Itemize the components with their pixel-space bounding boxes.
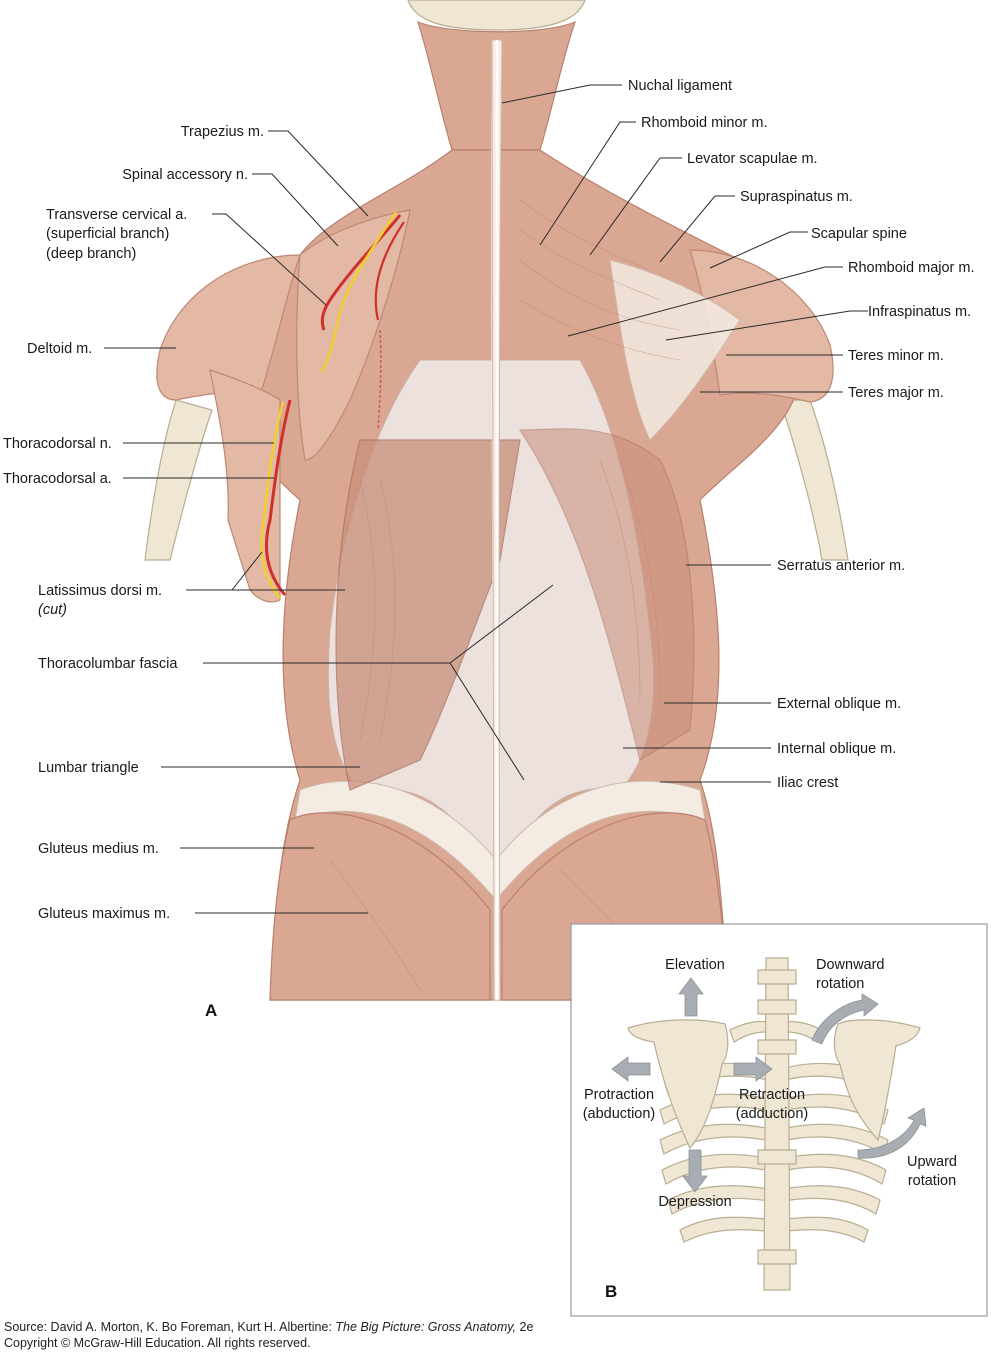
label-lumbar-triangle: Lumbar triangle [38, 760, 139, 776]
label-spinal-accessory: Spinal accessory n. [122, 167, 248, 183]
label-teres-major: Teres major m. [848, 385, 944, 401]
label-protraction-2: (abduction) [583, 1106, 656, 1122]
label-teres-minor: Teres minor m. [848, 348, 944, 364]
label-rhomboid-minor: Rhomboid minor m. [641, 115, 768, 131]
label-downward-1: Downward [816, 957, 885, 973]
movement-arrows [611, 977, 927, 1193]
panel-b: Elevation Downward rotation Protraction … [570, 923, 988, 1317]
label-levator-scapulae: Levator scapulae m. [687, 151, 818, 167]
book-edition: 2e [516, 1320, 534, 1334]
label-transverse-cervical-superficial: (superficial branch) [46, 226, 169, 242]
panel-b-letter: B [605, 1282, 617, 1301]
label-upward-2: rotation [908, 1173, 956, 1189]
label-upward-1: Upward [907, 1154, 957, 1170]
label-thoracolumbar-fascia: Thoracolumbar fascia [38, 656, 178, 672]
label-transverse-cervical-deep: (deep branch) [46, 246, 136, 262]
label-thoracodorsal-n: Thoracodorsal n. [3, 436, 112, 452]
label-infraspinatus: Infraspinatus m. [868, 304, 971, 320]
label-depression: Depression [658, 1194, 731, 1210]
label-retraction-2: (adduction) [736, 1106, 809, 1122]
label-trapezius: Trapezius m. [181, 124, 264, 140]
protraction-arrow [611, 1056, 651, 1082]
panel-a-letter: A [205, 1001, 217, 1020]
panel-a-labels: Nuchal ligament Trapezius m. Rhomboid mi… [3, 78, 975, 1020]
label-latissimus-dorsi: Latissimus dorsi m. [38, 583, 162, 599]
label-external-oblique: External oblique m. [777, 696, 901, 712]
label-iliac-crest: Iliac crest [777, 775, 838, 791]
label-scapular-spine: Scapular spine [811, 226, 907, 242]
downward-rotation-arrow [811, 993, 879, 1045]
book-title: The Big Picture: Gross Anatomy, [335, 1320, 517, 1334]
label-retraction-1: Retraction [739, 1087, 805, 1103]
label-gluteus-medius: Gluteus medius m. [38, 841, 159, 857]
source-credit-prefix: Source: David A. Morton, K. Bo Foreman, … [4, 1320, 336, 1334]
leader-lines [104, 84, 868, 914]
label-supraspinatus: Supraspinatus m. [740, 189, 853, 205]
label-serratus-anterior: Serratus anterior m. [777, 558, 905, 574]
label-elevation: Elevation [665, 957, 725, 973]
elevation-arrow [678, 977, 704, 1017]
label-deltoid: Deltoid m. [27, 341, 92, 357]
label-rhomboid-major: Rhomboid major m. [848, 260, 975, 276]
source-credit: Source: David A. Morton, K. Bo Foreman, … [4, 1320, 533, 1334]
label-nuchal-ligament: Nuchal ligament [628, 78, 732, 94]
label-protraction-1: Protraction [584, 1087, 654, 1103]
label-latissimus-cut: (cut) [38, 602, 67, 618]
retraction-arrow [733, 1056, 773, 1082]
label-gluteus-maximus: Gluteus maximus m. [38, 906, 170, 922]
upward-rotation-arrow [857, 1107, 927, 1159]
label-downward-2: rotation [816, 976, 864, 992]
label-thoracodorsal-a: Thoracodorsal a. [3, 471, 112, 487]
depression-arrow [682, 1149, 708, 1193]
left-scapula [627, 1019, 729, 1150]
label-internal-oblique: Internal oblique m. [777, 741, 896, 757]
copyright-notice: Copyright © McGraw-Hill Education. All r… [4, 1336, 311, 1350]
panel-a-illustration [144, 0, 849, 1001]
right-scapula [833, 1019, 921, 1142]
label-transverse-cervical: Transverse cervical a. [46, 207, 187, 223]
